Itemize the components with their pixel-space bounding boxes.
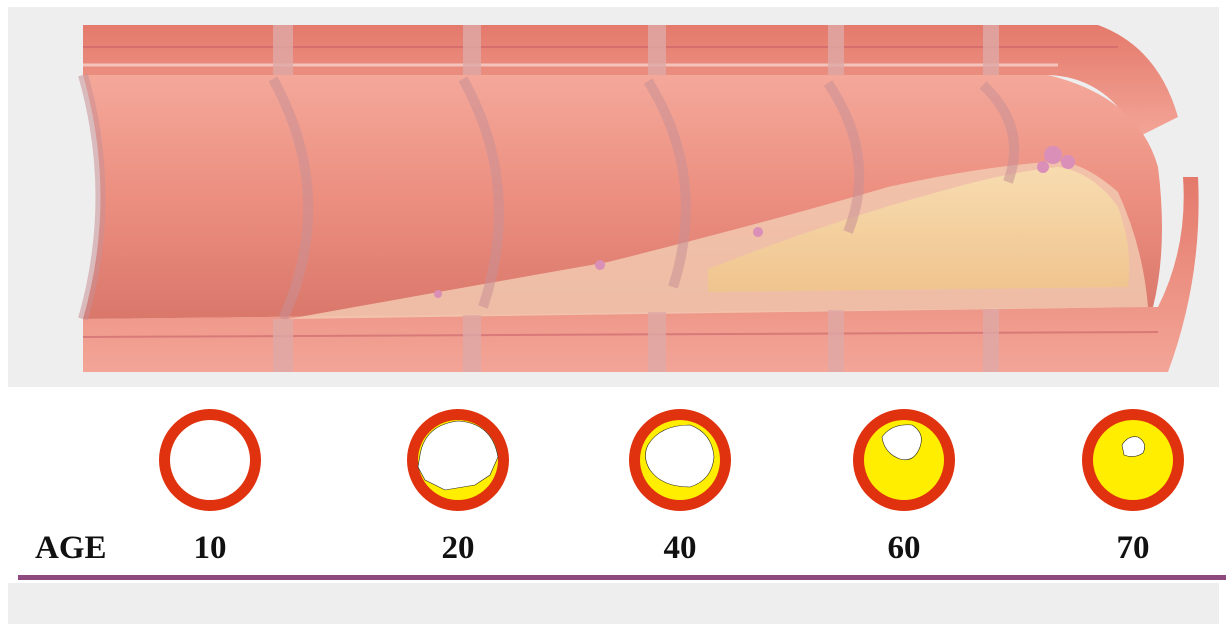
- age-label-40: 40: [664, 530, 697, 567]
- age-label-60: 60: [888, 530, 921, 567]
- age-label-70: 70: [1117, 530, 1150, 567]
- age-axis-divider: [18, 575, 1226, 580]
- age-axis: AGE 10 20 40 60 70: [0, 530, 1227, 575]
- cross-section-row: [0, 395, 1227, 525]
- age-label-10: 10: [194, 530, 227, 567]
- age-axis-title: AGE: [35, 530, 107, 567]
- footer-band: [8, 583, 1219, 624]
- cross-section-age-10: [159, 409, 261, 511]
- cross-section-age-20: [407, 409, 509, 511]
- age-label-20: 20: [442, 530, 475, 567]
- cross-section-age-40: [629, 409, 731, 511]
- cross-section-age-70: [1082, 409, 1184, 511]
- artery-illustration: [8, 7, 1219, 387]
- cross-section-age-60: [853, 409, 955, 511]
